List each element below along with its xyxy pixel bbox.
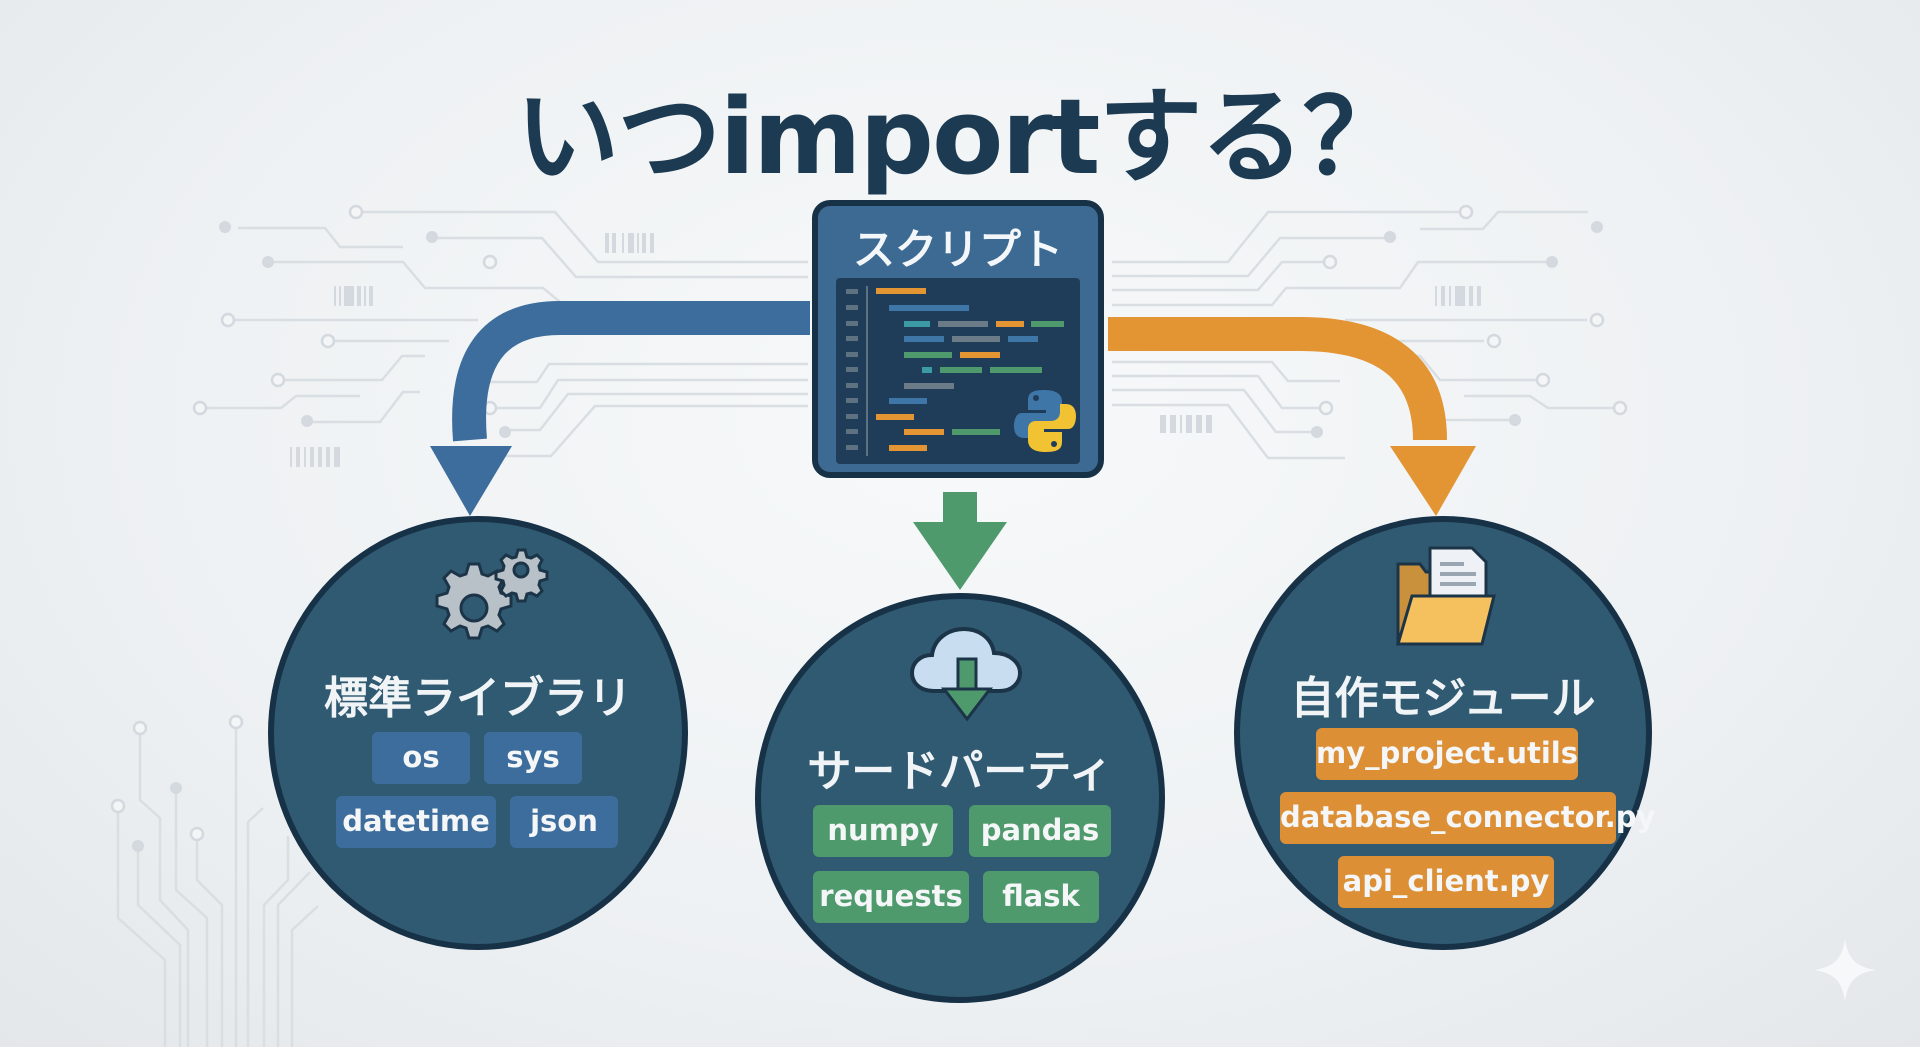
- module-chip: os: [372, 732, 470, 784]
- standard-library-circle: 標準ライブラリ os sys datetime json: [268, 516, 688, 950]
- code-editor-illustration: [836, 278, 1080, 464]
- module-chip: pandas: [969, 805, 1111, 857]
- folder-document-icon: [1396, 546, 1496, 646]
- arrow-head-third-party: [913, 522, 1007, 590]
- module-chip: my_project.utils: [1316, 728, 1578, 780]
- module-chip: api_client.py: [1338, 856, 1554, 908]
- module-chip: requests: [813, 871, 969, 923]
- cloud-download-icon: [909, 626, 1023, 722]
- module-chip: database_connector.py: [1280, 792, 1655, 844]
- python-logo-icon: [1014, 390, 1076, 452]
- custom-module-circle: 自作モジュール my_project.utils database_connec…: [1234, 516, 1655, 950]
- module-chip: json: [510, 796, 618, 848]
- script-label: スクリプト: [852, 225, 1063, 274]
- arrow-head-standard-library: [430, 446, 512, 516]
- module-chip: sys: [484, 732, 582, 784]
- arrow-shaft-third-party: [943, 492, 977, 524]
- sparkle-icon: [1814, 939, 1876, 1001]
- standard-library-title: 標準ライブラリ: [324, 673, 632, 724]
- page-title: いつimportする？: [515, 76, 1407, 198]
- code-lines-icon: [846, 286, 1064, 456]
- script-card: スクリプト: [812, 200, 1104, 478]
- gears-icon: [435, 548, 549, 640]
- third-party-circle: サードパーティ numpy pandas requests flask: [755, 593, 1165, 1003]
- module-chip: numpy: [813, 805, 953, 857]
- arrow-head-custom-module: [1390, 446, 1476, 516]
- arrow-to-standard-library: [452, 301, 810, 442]
- custom-module-title: 自作モジュール: [1290, 673, 1596, 724]
- module-chip: datetime: [336, 796, 496, 848]
- third-party-title: サードパーティ: [807, 746, 1113, 797]
- module-chip: flask: [983, 871, 1099, 923]
- arrow-to-custom-module: [1108, 317, 1447, 441]
